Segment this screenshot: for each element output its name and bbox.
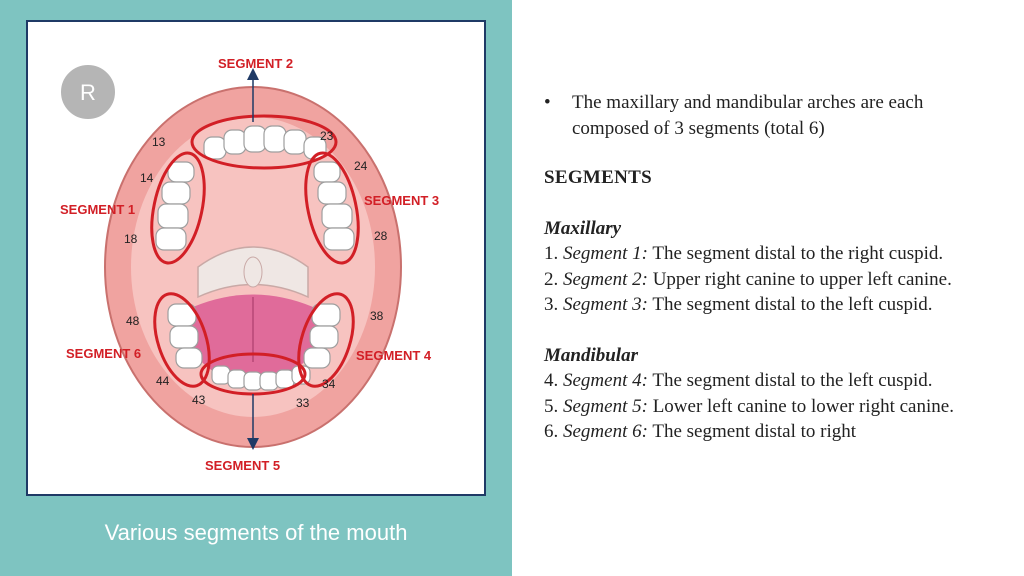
segment-6-label: SEGMENT 6 bbox=[66, 346, 141, 361]
right-side-badge-label: R bbox=[80, 80, 96, 105]
item-description: The segment distal to the right cuspid. bbox=[652, 243, 944, 264]
item-description: The segment distal to the left cuspid. bbox=[652, 370, 933, 391]
item-number: 3. bbox=[544, 294, 559, 315]
tooth-number-28: 28 bbox=[374, 229, 388, 243]
item-segment: Segment 4: bbox=[563, 370, 648, 391]
intro-bullet-text: The maxillary and mandibular arches are … bbox=[572, 92, 924, 139]
item-number: 4. bbox=[544, 370, 559, 391]
tooth-number-38: 38 bbox=[370, 309, 384, 323]
item-description: Lower left canine to lower right canine. bbox=[652, 395, 954, 417]
segment-3-label: SEGMENT 3 bbox=[364, 193, 439, 208]
item-segment: Segment 2: bbox=[563, 268, 648, 290]
segment-2-outline bbox=[190, 114, 338, 170]
tooth-number-44: 44 bbox=[156, 374, 170, 388]
tooth-number-13: 13 bbox=[152, 135, 166, 149]
lower-right-teeth bbox=[167, 303, 203, 369]
figure-caption: Various segments of the mouth bbox=[104, 520, 408, 545]
tooth-number-18: 18 bbox=[124, 232, 138, 246]
lower-front-teeth bbox=[211, 365, 311, 391]
item-segment: Segment 1: bbox=[563, 243, 648, 264]
item-segment: Segment 5: bbox=[563, 395, 648, 417]
lower-left-teeth bbox=[303, 303, 341, 369]
item-number: 6. bbox=[544, 421, 559, 442]
segment-item: 6. Segment 6: The segment distal to righ… bbox=[544, 419, 1004, 445]
tooth-number-33: 33 bbox=[296, 396, 310, 410]
segment-6-outline bbox=[153, 292, 211, 388]
upper-right-teeth bbox=[155, 161, 195, 251]
item-number: 5. bbox=[544, 395, 559, 417]
tooth-number-34: 34 bbox=[322, 377, 336, 391]
segment-4-label: SEGMENT 4 bbox=[356, 348, 432, 363]
upper-front-teeth bbox=[203, 125, 327, 160]
segment-item: 3. Segment 3: The segment distal to the … bbox=[544, 292, 1004, 318]
intro-bullet: • The maxillary and mandibular arches ar… bbox=[544, 90, 1004, 141]
segment-1-label: SEGMENT 1 bbox=[60, 202, 135, 217]
segment-2-label: SEGMENT 2 bbox=[218, 56, 293, 71]
segment-item: 1. Segment 1: The segment distal to the … bbox=[544, 241, 1004, 267]
tooth-number-43: 43 bbox=[192, 393, 206, 407]
maxillary-heading: Maxillary bbox=[544, 217, 622, 239]
tooth-number-48: 48 bbox=[126, 314, 140, 328]
slide-text: • The maxillary and mandibular arches ar… bbox=[544, 90, 1004, 470]
item-number: 2. bbox=[544, 268, 559, 290]
segment-3-outline bbox=[304, 151, 360, 265]
mouth-diagram: R SEGMENT 1 SEGMENT 2 SEGMENT 3 SEGMENT … bbox=[26, 20, 486, 496]
segment-item: 4. Segment 4: The segment distal to the … bbox=[544, 368, 1004, 394]
segment-1-outline bbox=[150, 151, 206, 265]
item-description: The segment distal to right bbox=[652, 421, 857, 442]
segment-4-outline bbox=[297, 292, 355, 388]
left-panel: R SEGMENT 1 SEGMENT 2 SEGMENT 3 SEGMENT … bbox=[0, 0, 512, 576]
item-segment: Segment 3: bbox=[563, 294, 648, 315]
segments-heading: SEGMENTS bbox=[544, 167, 652, 188]
mandibular-heading: Mandibular bbox=[544, 344, 638, 366]
item-segment: Segment 6: bbox=[563, 421, 648, 442]
segment-5-label: SEGMENT 5 bbox=[205, 458, 280, 473]
item-description: The segment distal to the left cuspid. bbox=[652, 294, 933, 315]
segment-item: 5. Segment 5: Lower left canine to lower… bbox=[544, 394, 1004, 420]
tooth-number-24: 24 bbox=[354, 159, 368, 173]
tooth-number-23: 23 bbox=[320, 129, 334, 143]
mandibular-group: Mandibular 4. Segment 4: The segment dis… bbox=[544, 343, 1004, 445]
upper-left-teeth bbox=[313, 161, 355, 251]
item-description: Upper right canine to upper left canine. bbox=[652, 268, 952, 290]
segment-item: 2. Segment 2: Upper right canine to uppe… bbox=[544, 267, 1004, 293]
right-side-badge bbox=[59, 63, 117, 121]
mouth-illustration: R SEGMENT 1 SEGMENT 2 SEGMENT 3 SEGMENT … bbox=[59, 56, 439, 473]
uvula bbox=[243, 256, 263, 288]
maxillary-group: Maxillary 1. Segment 1: The segment dist… bbox=[544, 216, 1004, 318]
item-number: 1. bbox=[544, 243, 559, 264]
tooth-number-14: 14 bbox=[140, 171, 154, 185]
bullet-dot: • bbox=[544, 92, 551, 113]
